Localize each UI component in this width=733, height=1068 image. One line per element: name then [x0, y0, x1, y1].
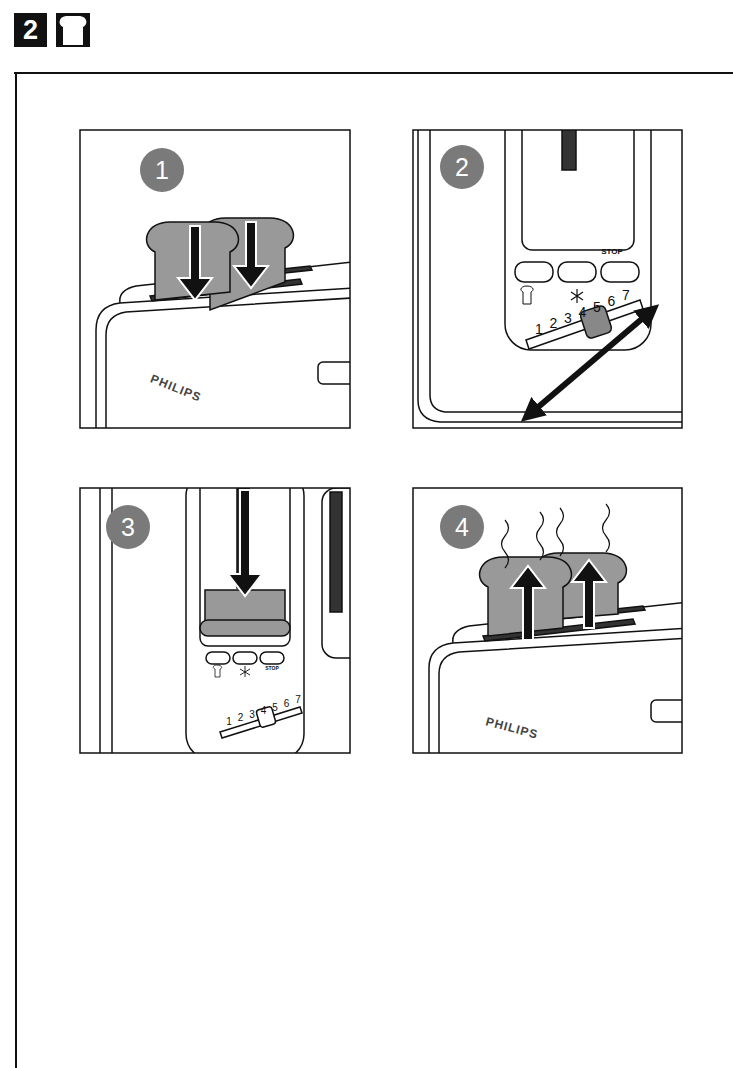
step-panel [413, 488, 695, 760]
steam-line [603, 504, 610, 552]
step-badge: 1 [140, 148, 184, 192]
toast-icon [521, 286, 533, 304]
up-arrow [511, 566, 545, 640]
brand-name: PHILIPS [485, 715, 540, 740]
step-badge: 4 [440, 505, 484, 549]
defrost-icon [240, 666, 250, 677]
control-bezel [505, 130, 651, 350]
control-bezel [186, 488, 304, 753]
toaster-lever [200, 620, 290, 636]
up-arrow [572, 560, 606, 628]
toaster-body [429, 628, 682, 753]
setting-number: 2 [238, 713, 244, 723]
panel-frame [413, 488, 682, 753]
toaster-button [206, 652, 230, 664]
toaster-button [260, 652, 284, 664]
toaster-lever [651, 700, 682, 722]
toaster-body [106, 298, 350, 428]
step-badge: 3 [106, 505, 150, 549]
setting-number: 7 [295, 695, 301, 705]
lever-slot [562, 130, 576, 170]
slider-track [526, 300, 643, 349]
steam-line [557, 508, 564, 556]
panel-frame [80, 130, 350, 428]
step-number: 1 [155, 158, 169, 183]
setting-number: 1 [535, 322, 543, 336]
toaster-body [430, 130, 682, 412]
setting-number: 4 [261, 706, 267, 716]
second-toaster [322, 488, 350, 658]
setting-number: 2 [550, 316, 558, 330]
down-arrow [228, 490, 262, 596]
step-panel [100, 488, 350, 753]
setting-number: 3 [564, 311, 572, 325]
setting-number: 5 [272, 703, 278, 713]
button-label: STOP [601, 248, 623, 256]
step-badge: 2 [440, 145, 484, 189]
bread-icon-box [56, 13, 90, 47]
defrost-icon [571, 289, 583, 303]
lever-window [200, 488, 290, 646]
panel-frame [80, 488, 350, 753]
step-panel [80, 470, 382, 760]
setting-number: 5 [593, 300, 601, 314]
header-rule [14, 72, 733, 74]
brand-name: PHILIPS [149, 372, 203, 403]
step-number: 2 [455, 155, 469, 180]
down-arrow [234, 222, 268, 288]
step-panel [96, 218, 350, 428]
toaster-body [439, 638, 682, 753]
section-number: 2 [14, 13, 47, 47]
step-panel [413, 100, 690, 428]
bread-slice [147, 222, 239, 300]
step-number: 3 [121, 515, 135, 540]
bread-icon [60, 16, 87, 45]
toast-icon [213, 665, 221, 677]
toaster-button [558, 262, 596, 282]
margin-rule [15, 73, 17, 1068]
toaster-body [96, 288, 350, 428]
step-number: 4 [455, 515, 469, 540]
slider-track [220, 707, 302, 738]
steam-line [502, 520, 509, 568]
step-panel [80, 130, 362, 432]
lever-slot [330, 492, 342, 612]
toaster-button [233, 652, 257, 664]
down-arrow [178, 226, 212, 300]
step-panel [418, 130, 682, 422]
setting-number: 7 [622, 288, 630, 302]
panel-frame [413, 130, 682, 428]
page-header [14, 13, 733, 1068]
step-panel [429, 504, 682, 753]
button-label: STOP [265, 666, 279, 671]
setting-number: 1 [226, 717, 232, 727]
setting-number: 4 [579, 305, 587, 319]
toaster-lever [318, 362, 350, 384]
setting-number: 3 [249, 710, 255, 720]
section-number-text: 2 [23, 17, 38, 44]
toaster-body [99, 488, 101, 753]
toaster-body [418, 130, 682, 422]
setting-number: 6 [608, 294, 616, 308]
toaster-button [515, 262, 553, 282]
toaster-button [601, 262, 639, 282]
lever-window [522, 130, 634, 250]
steam-line [537, 512, 544, 560]
setting-number: 6 [284, 699, 290, 709]
